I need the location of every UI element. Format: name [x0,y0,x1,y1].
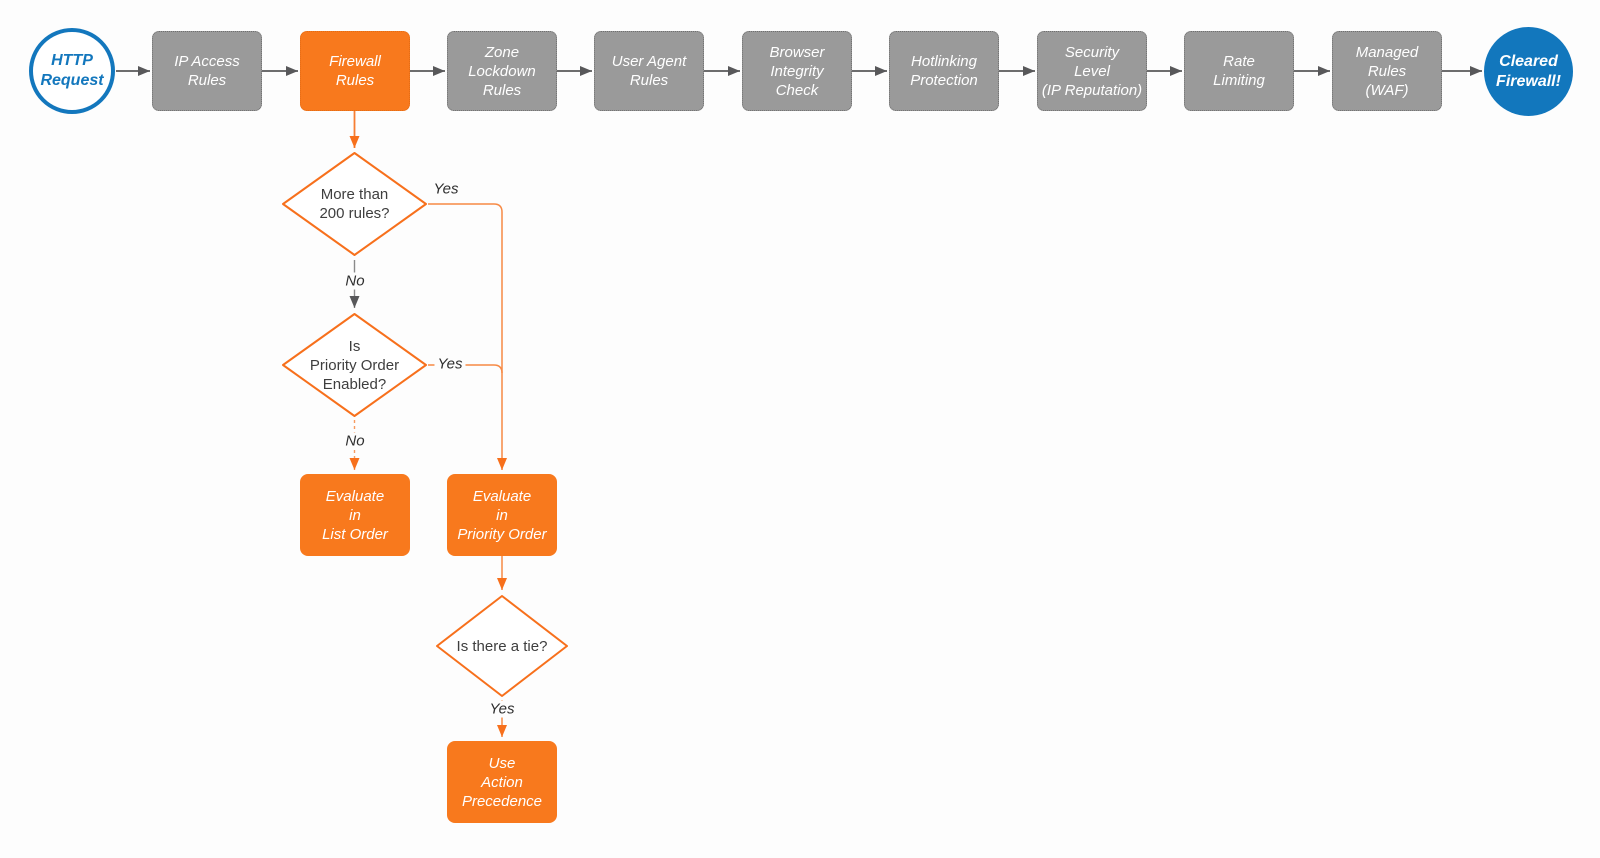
diamond-shape [282,152,427,256]
edge-label-yes-3: Yes [486,700,518,718]
node-evaluate-list-order: Evaluate in List Order [300,474,410,556]
decision-is-there-a-tie: Is there a tie? [435,594,569,698]
node-user-agent-rules: User Agent Rules [594,31,704,111]
decision-label: Is there a tie? [456,637,548,655]
decision-priority-order-enabled: Is Priority Order Enabled? [281,312,428,418]
decision-more-than-200-rules: More than 200 rules? [281,151,428,257]
decision-label: Is Priority Order Enabled? [309,337,400,393]
node-evaluate-priority-order: Evaluate in Priority Order [447,474,557,556]
node-cleared-firewall: Cleared Firewall! [1484,27,1573,116]
diamond-shape [282,313,427,417]
node-ip-access-rules: IP Access Rules [152,31,262,111]
node-firewall-rules: Firewall Rules [300,31,410,111]
decision-label: More than 200 rules? [319,186,390,222]
edge-label-no-1: No [342,272,368,290]
node-rate-limiting: Rate Limiting [1184,31,1294,111]
node-security-level: Security Level (IP Reputation) [1037,31,1147,111]
node-browser-integrity: Browser Integrity Check [742,31,852,111]
node-use-action-precedence: Use Action Precedence [447,741,557,823]
node-http-request: HTTP Request [29,28,115,114]
node-zone-lockdown-rules: Zone Lockdown Rules [447,31,557,111]
edge-label-yes-1: Yes [433,180,459,198]
edge-label-no-2: No [342,432,368,450]
node-hotlinking: Hotlinking Protection [889,31,999,111]
node-managed-rules-waf: Managed Rules (WAF) [1332,31,1442,111]
edge-label-yes-2: Yes [434,355,466,373]
diamond-shape [436,595,568,697]
